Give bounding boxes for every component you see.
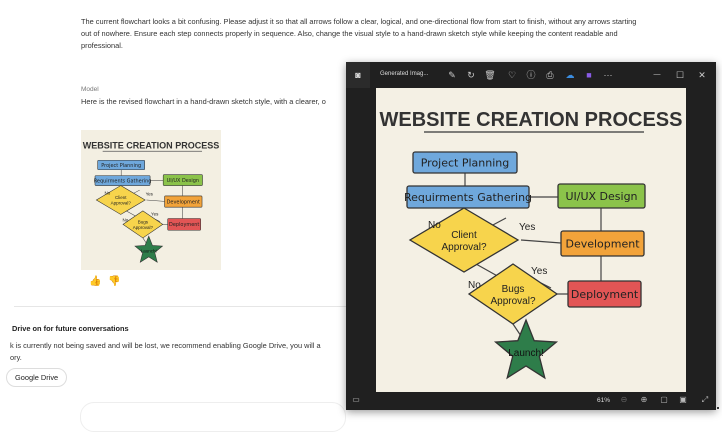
flowchart-title: WEBSITE CREATION PROCESS (380, 109, 683, 131)
enable-google-drive-button[interactable]: Google Drive (6, 368, 68, 387)
project-planning-label: Project Planning (101, 163, 141, 169)
flowchart-title: WEBSITE CREATION PROCESS (83, 141, 220, 151)
yes-label-2: Yes (531, 266, 547, 277)
no-label-1: No (104, 191, 110, 196)
info-icon[interactable]: ⓘ (526, 70, 536, 80)
no-label-2: No (123, 218, 129, 223)
drive-text: k is currently not being saved and will … (10, 341, 321, 350)
yes-label-1: Yes (146, 191, 154, 196)
development-box (560, 230, 645, 257)
development-box (164, 195, 203, 208)
launch-label: Launch! (508, 348, 544, 359)
project-planning-label: Project Planning (421, 157, 510, 170)
yes-label-2: Yes (151, 211, 159, 216)
bugs-approval-label-2: Approval? (490, 296, 535, 307)
uiux-design-label: UI/UX Design (565, 190, 637, 203)
prompt-input[interactable] (80, 402, 346, 432)
photo-viewer-window: ◙ Generated Imag... ✎ ↻ 🗑 ♡ ⓘ ⎙ ☁ ■ ··· … (346, 62, 716, 410)
cursor-mark (717, 407, 719, 409)
bugs-approval-label-2: Approval? (133, 225, 154, 230)
arrow (132, 189, 140, 194)
arrow (146, 199, 165, 202)
deployment-label: Deployment (571, 288, 639, 301)
close-button[interactable]: ✕ (698, 70, 706, 80)
uiux-design-box (557, 183, 646, 209)
onedrive-icon[interactable]: ☁ (565, 70, 575, 80)
actual-size-icon[interactable]: ▣ (679, 395, 687, 404)
user-prompt: The current flowchart looks a bit confus… (81, 17, 637, 50)
drive-text-cont: ory. (10, 353, 22, 362)
thumbs-down-icon[interactable]: 👎 (108, 276, 121, 287)
print-icon[interactable]: ⎙ (546, 70, 554, 80)
project-planning-box (412, 151, 518, 174)
model-reply: Here is the revised flowchart in a hand-… (81, 97, 326, 106)
drive-title: Drive on for future conversations (12, 324, 129, 333)
zoom-in-icon[interactable]: ⊕ (640, 395, 648, 404)
filmstrip-icon[interactable]: ▭ (352, 395, 360, 404)
bugs-approval-diamond (122, 210, 164, 239)
divider (14, 306, 346, 307)
uiux-design-label: UI/UX Design (167, 178, 199, 184)
deployment-box (567, 280, 642, 308)
requirements-gathering-label: Requirments Gathering (94, 178, 152, 184)
client-approval-diamond (95, 185, 146, 215)
bugs-approval-label-1: Bugs (502, 284, 525, 295)
window-title: Generated Imag... (380, 71, 429, 77)
arrow (520, 239, 562, 244)
client-approval-label-2: Approval? (441, 242, 486, 253)
more-icon[interactable]: ··· (603, 70, 613, 80)
status-bar: ▭ 61% ⊖ ⊕ ▢ ▣ ⤢ (346, 392, 716, 410)
arrow (142, 237, 147, 244)
development-label: Development (167, 199, 200, 205)
generated-image-thumbnail[interactable]: WEBSITE CREATION PROCESS Project Planning… (81, 130, 221, 270)
project-planning-box (97, 159, 145, 171)
clipchamp-icon[interactable]: ■ (586, 70, 592, 80)
launch-star (493, 318, 559, 380)
edit-icon[interactable]: ✎ (448, 70, 456, 80)
bugs-approval-label-1: Bugs (138, 219, 149, 224)
client-approval-label-1: Client (451, 230, 477, 241)
requirements-gathering-box (94, 175, 151, 186)
deployment-box (167, 218, 201, 231)
client-approval-label-1: Client (115, 195, 127, 200)
requirements-gathering-label: Requirments Gathering (404, 191, 532, 204)
fit-icon[interactable]: ▢ (660, 395, 668, 404)
title-bar: ◙ Generated Imag... ✎ ↻ 🗑 ♡ ⓘ ⎙ ☁ ■ ··· … (346, 62, 716, 88)
client-approval-diamond (408, 207, 520, 273)
client-approval-label-2: Approval? (111, 201, 132, 206)
launch-label: Launch! (141, 248, 157, 253)
arrow (512, 323, 522, 337)
no-label-2: No (468, 280, 481, 291)
arrow (490, 217, 507, 227)
fullscreen-icon[interactable]: ⤢ (701, 395, 709, 404)
bugs-approval-diamond (467, 263, 559, 325)
photos-app-icon: ◙ (346, 62, 370, 88)
maximize-button[interactable]: ☐ (675, 70, 685, 80)
uiux-design-box (162, 174, 203, 186)
deployment-label: Deployment (169, 222, 199, 228)
favorite-icon[interactable]: ♡ (507, 70, 517, 80)
requirements-gathering-box (406, 185, 530, 209)
minimize-button[interactable]: — (653, 71, 661, 78)
yes-label-1: Yes (519, 222, 535, 233)
launch-star (134, 235, 164, 263)
model-label: Model (81, 86, 99, 93)
development-label: Development (565, 238, 640, 251)
delete-icon[interactable]: 🗑 (484, 70, 496, 80)
no-label-1: No (428, 220, 441, 231)
image-canvas[interactable]: WEBSITE CREATION PROCESS Project Planning… (376, 88, 686, 392)
zoom-out-icon[interactable]: ⊖ (620, 395, 628, 404)
zoom-level: 61% (597, 397, 611, 404)
rotate-icon[interactable]: ↻ (467, 70, 475, 80)
thumbs-up-icon[interactable]: 👍 (89, 276, 102, 287)
